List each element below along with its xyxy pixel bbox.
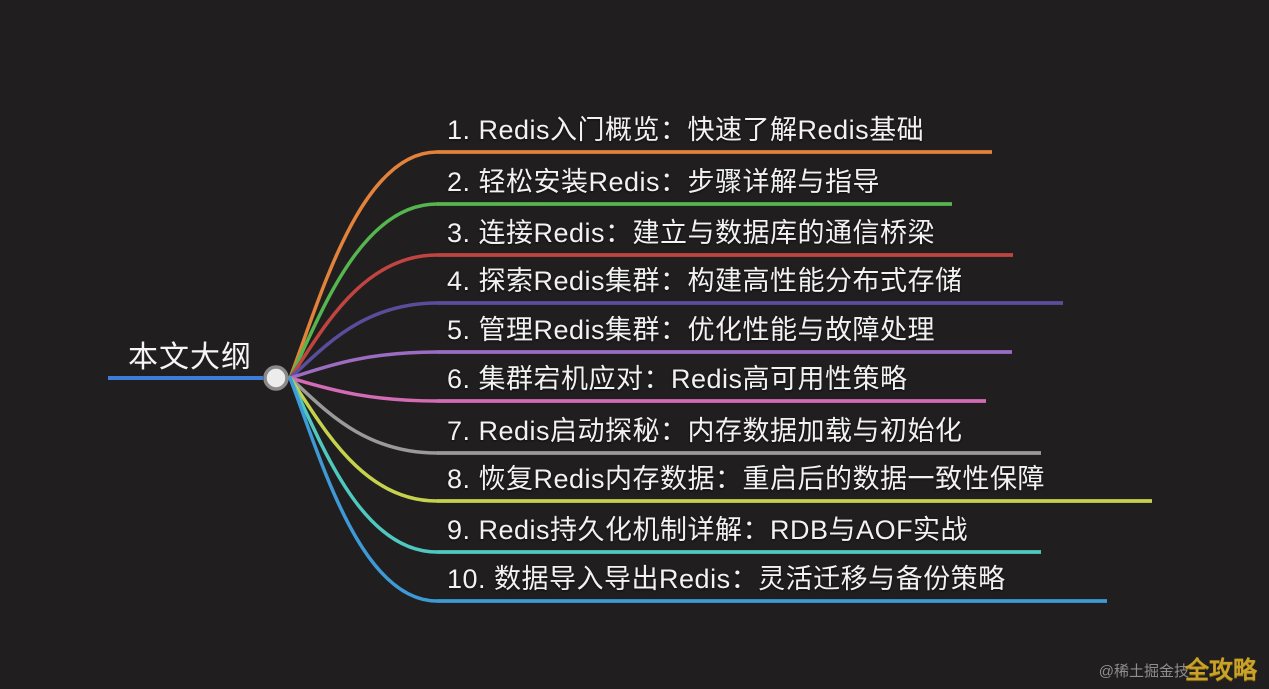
- branch-curve-9: [288, 376, 439, 554]
- branch-curve-3: [288, 253, 439, 380]
- branch-curve-8: [288, 376, 439, 503]
- watermark: @稀土掘金技 全攻略: [1099, 659, 1257, 683]
- branch-label-7[interactable]: 7. Redis启动探秘：内存数据加载与初始化: [447, 416, 963, 446]
- branch-label-9[interactable]: 9. Redis持久化机制详解：RDB与AOF实战: [447, 515, 969, 545]
- branch-label-3[interactable]: 3. 连接Redis：建立与数据库的通信桥梁: [447, 218, 936, 248]
- watermark-badge: 全攻略: [1185, 657, 1257, 684]
- branch-label-6[interactable]: 6. 集群宕机应对：Redis高可用性策略: [447, 364, 908, 394]
- branch-label-2[interactable]: 2. 轻松安装Redis：步骤详解与指导: [447, 167, 881, 197]
- root-node-label[interactable]: 本文大纲: [128, 341, 252, 374]
- branch-curve-1: [288, 150, 439, 380]
- branch-curve-4: [288, 301, 439, 380]
- root-node-circle[interactable]: [263, 365, 289, 391]
- branch-label-5[interactable]: 5. 管理Redis集群：优化性能与故障处理: [447, 315, 936, 345]
- branch-curve-5: [288, 350, 439, 380]
- watermark-handle: @稀土掘金技: [1098, 663, 1189, 680]
- branch-label-1[interactable]: 1. Redis入门概览：快速了解Redis基础: [447, 115, 925, 145]
- branch-curve-2: [288, 202, 439, 380]
- branch-curve-6: [288, 376, 439, 403]
- branch-label-4[interactable]: 4. 探索Redis集群：构建高性能分布式存储: [447, 266, 963, 296]
- branch-curve-10: [288, 376, 439, 603]
- branch-label-10[interactable]: 10. 数据导入导出Redis：灵活迁移与备份策略: [447, 564, 1006, 594]
- branch-label-8[interactable]: 8. 恢复Redis内存数据：重启后的数据一致性保障: [447, 464, 1046, 494]
- branch-curve-7: [288, 376, 439, 455]
